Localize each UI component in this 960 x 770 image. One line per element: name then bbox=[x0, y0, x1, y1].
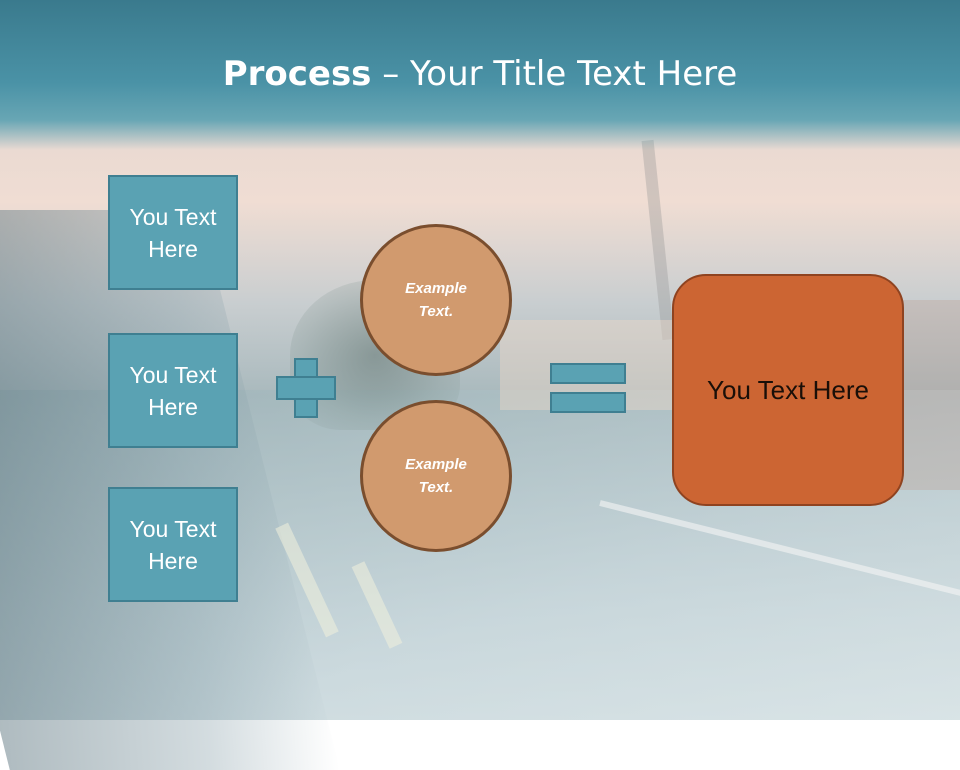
title-bold: Process bbox=[222, 54, 372, 94]
equals-icon-bottom-bar bbox=[550, 392, 626, 413]
plus-icon-center bbox=[296, 378, 316, 398]
text-box-2[interactable]: You Text Here bbox=[108, 333, 238, 448]
example-circle-2[interactable]: Example Text. bbox=[360, 400, 512, 552]
result-box[interactable]: You Text Here bbox=[672, 274, 904, 506]
title-banner: Process – Your Title Text Here bbox=[0, 0, 960, 150]
equals-icon-top-bar bbox=[550, 363, 626, 384]
circle-label: Example Text. bbox=[405, 280, 467, 320]
circle-label: Example Text. bbox=[405, 456, 467, 496]
slide-title: Process – Your Title Text Here bbox=[0, 52, 960, 96]
result-label: You Text Here bbox=[707, 374, 869, 405]
text-box-label: You Text Here bbox=[129, 515, 217, 574]
text-box-1[interactable]: You Text Here bbox=[108, 175, 238, 290]
title-rest: – Your Title Text Here bbox=[371, 54, 738, 94]
text-box-label: You Text Here bbox=[129, 361, 217, 420]
text-box-label: You Text Here bbox=[129, 203, 217, 262]
text-box-3[interactable]: You Text Here bbox=[108, 487, 238, 602]
background-pole bbox=[641, 139, 675, 341]
example-circle-1[interactable]: Example Text. bbox=[360, 224, 512, 376]
